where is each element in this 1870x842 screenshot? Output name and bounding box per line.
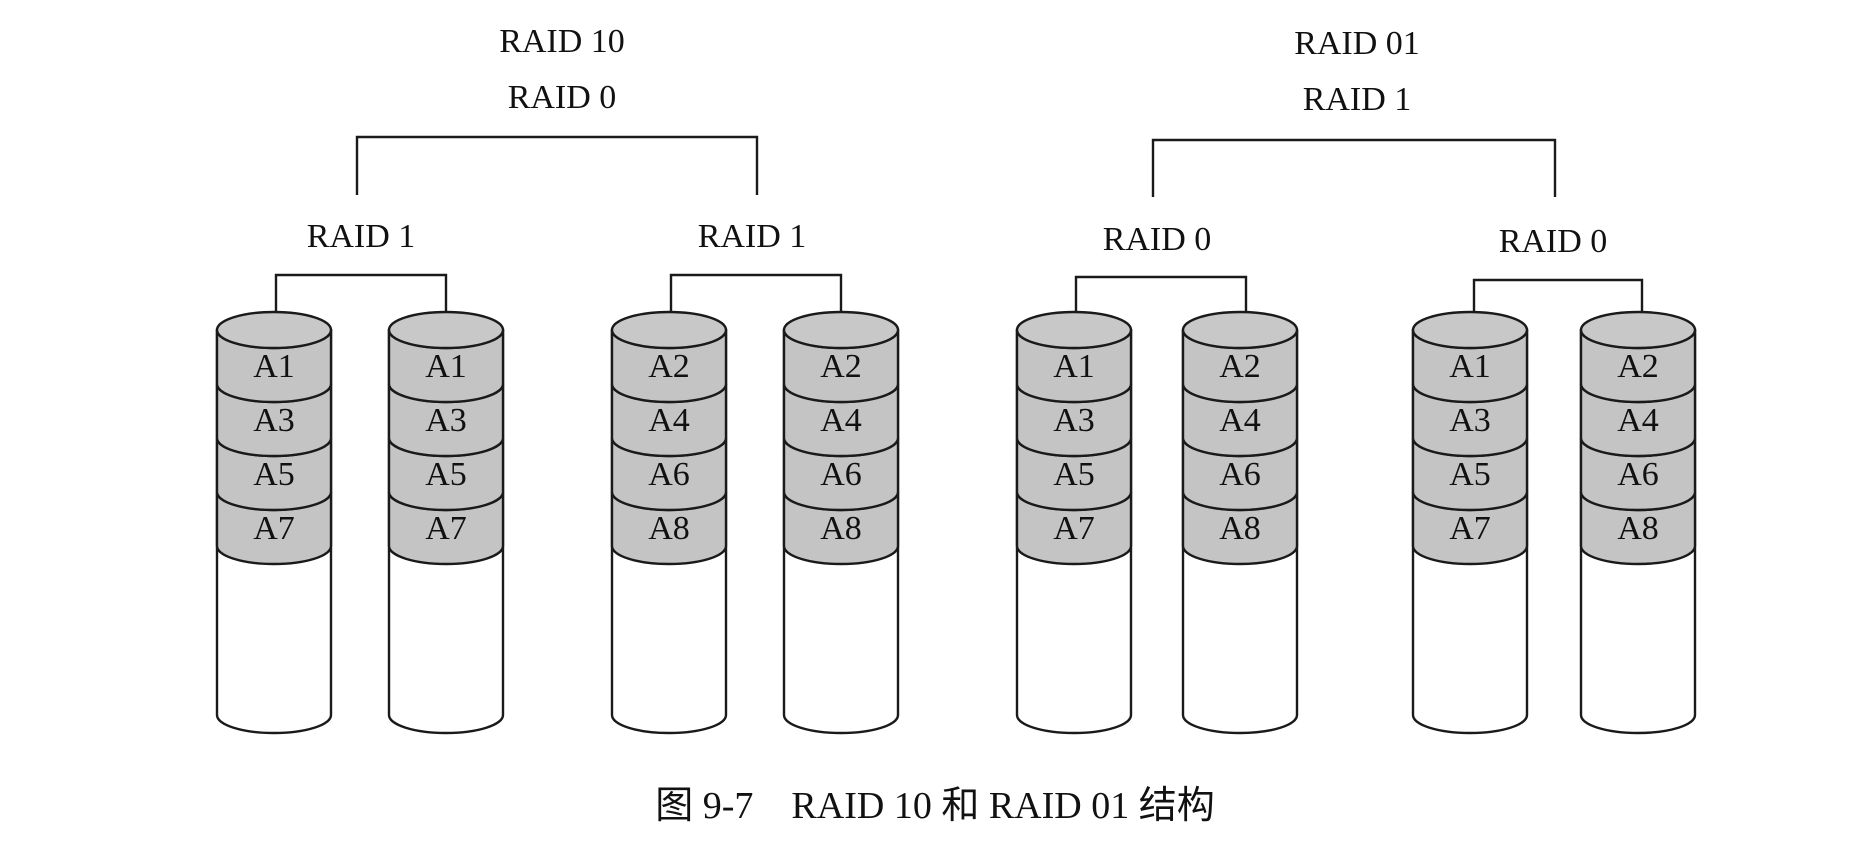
raid10-subgroup-2-bracket bbox=[669, 273, 843, 330]
block-label: A3 bbox=[1053, 402, 1095, 439]
block-label: A4 bbox=[648, 402, 690, 439]
block-label: A7 bbox=[425, 510, 467, 547]
raid01-title: RAID 01 bbox=[1294, 25, 1420, 62]
block-label: A6 bbox=[1617, 456, 1659, 493]
raid01-root-label: RAID 1 bbox=[1303, 81, 1412, 118]
block-label: A3 bbox=[425, 402, 467, 439]
raid01-subgroup-1-label: RAID 0 bbox=[1103, 221, 1212, 258]
disk-top bbox=[215, 310, 333, 350]
block-label: A3 bbox=[1449, 402, 1491, 439]
raid01-subgroup-1-bracket bbox=[1074, 275, 1248, 330]
block-label: A4 bbox=[820, 402, 862, 439]
disk-top bbox=[1015, 310, 1133, 350]
raid01-subgroup-2-bracket bbox=[1472, 278, 1644, 330]
block-label: A8 bbox=[648, 510, 690, 547]
disk-top bbox=[1411, 310, 1529, 350]
block-label: A5 bbox=[1449, 456, 1491, 493]
raid01-subgroup-2-label: RAID 0 bbox=[1499, 223, 1608, 260]
block-label: A7 bbox=[1449, 510, 1491, 547]
block-label: A7 bbox=[253, 510, 295, 547]
block-label: A8 bbox=[820, 510, 862, 547]
raid10-root-label: RAID 0 bbox=[508, 79, 617, 116]
block-label: A1 bbox=[1449, 348, 1491, 385]
raid10-title: RAID 10 bbox=[499, 23, 625, 60]
block-label: A4 bbox=[1219, 402, 1261, 439]
raid01-root-bracket bbox=[1151, 138, 1557, 197]
block-label: A7 bbox=[1053, 510, 1095, 547]
raid10-subgroup-1-label: RAID 1 bbox=[307, 218, 416, 255]
block-label: A3 bbox=[253, 402, 295, 439]
block-label: A8 bbox=[1219, 510, 1261, 547]
block-label: A1 bbox=[1053, 348, 1095, 385]
disk-top bbox=[1579, 310, 1697, 350]
figure-caption: 图 9-7 RAID 10 和 RAID 01 结构 bbox=[655, 785, 1214, 827]
block-label: A1 bbox=[425, 348, 467, 385]
block-label: A6 bbox=[820, 456, 862, 493]
block-label: A2 bbox=[1219, 348, 1261, 385]
block-label: A5 bbox=[1053, 456, 1095, 493]
block-label: A8 bbox=[1617, 510, 1659, 547]
block-label: A1 bbox=[253, 348, 295, 385]
block-label: A5 bbox=[253, 456, 295, 493]
block-label: A2 bbox=[1617, 348, 1659, 385]
raid10-subgroup-1-bracket bbox=[274, 273, 448, 330]
raid10-subgroup-2-label: RAID 1 bbox=[698, 218, 807, 255]
block-label: A2 bbox=[648, 348, 690, 385]
raid10-root-bracket bbox=[355, 135, 759, 195]
block-label: A5 bbox=[425, 456, 467, 493]
block-label: A2 bbox=[820, 348, 862, 385]
disk-top bbox=[387, 310, 505, 350]
disk-top bbox=[610, 310, 728, 350]
disk-top bbox=[1181, 310, 1299, 350]
block-label: A4 bbox=[1617, 402, 1659, 439]
block-label: A6 bbox=[648, 456, 690, 493]
block-label: A6 bbox=[1219, 456, 1261, 493]
disk-top bbox=[782, 310, 900, 350]
